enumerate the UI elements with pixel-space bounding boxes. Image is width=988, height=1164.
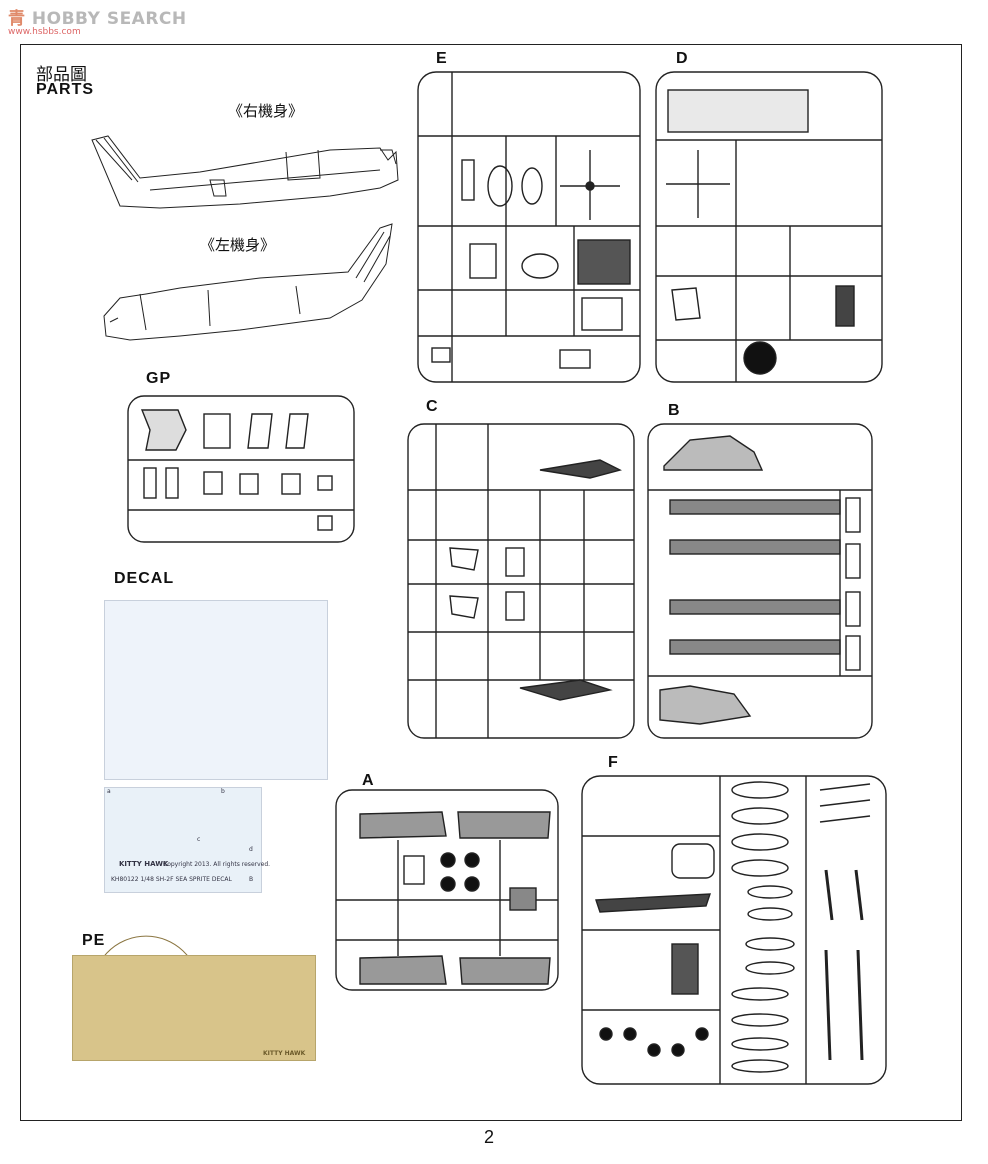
sprue-label-B: B	[668, 402, 681, 419]
pe-label: PE	[82, 932, 106, 949]
right-fuselage-drawing	[91, 135, 399, 209]
left-fuselage-caption: 《左機身》	[200, 236, 276, 254]
decal-marker-b: b	[221, 788, 225, 795]
heading-cn: 部品圖	[36, 65, 87, 85]
decal-marker-a: a	[107, 788, 111, 795]
sprue-C-drawing	[407, 423, 635, 739]
left-fuselage-drawing	[103, 223, 393, 341]
decal-copyright: Copyright 2013. All rights reserved.	[163, 861, 271, 868]
sprue-D-drawing	[655, 71, 883, 383]
sprue-label-D: D	[676, 50, 689, 67]
decal-product: KH80122 1/48 SH-2F SEA SPRITE DECAL	[111, 876, 232, 883]
sprue-GP-drawing	[127, 395, 355, 543]
decal-sheet-2: a b c d KITTY HAWK Copyright 2013. All r…	[104, 787, 270, 893]
sprue-label-GP: GP	[146, 370, 172, 387]
sprue-label-F: F	[608, 754, 619, 771]
decal-brand: KITTY HAWK	[119, 860, 169, 868]
watermark-url: www.hsbbs.com	[8, 27, 81, 37]
decal-label: DECAL	[114, 570, 175, 587]
page-number: 2	[484, 1127, 495, 1147]
sprue-A-drawing	[335, 789, 559, 991]
sprue-label-E: E	[436, 50, 448, 67]
decal-sheet-1	[104, 600, 328, 780]
heading-en: PARTS	[36, 81, 95, 98]
sprue-label-C: C	[426, 398, 439, 415]
decal-marker-c: c	[197, 836, 201, 843]
decal-sheet-mark: B	[249, 876, 254, 883]
right-fuselage-caption: 《右機身》	[228, 102, 304, 120]
sprue-F-drawing	[581, 775, 887, 1085]
sprue-label-A: A	[362, 772, 375, 789]
pe-brand: KITTY HAWK	[263, 1050, 306, 1057]
page-frame	[20, 44, 962, 1121]
pe-fret: KITTY HAWK	[72, 955, 316, 1061]
watermark-logo: 青 HOBBY SEARCH	[8, 9, 187, 29]
sprue-E-drawing	[417, 71, 641, 383]
decal-marker-d: d	[249, 846, 253, 853]
sprue-B-drawing	[647, 423, 873, 739]
